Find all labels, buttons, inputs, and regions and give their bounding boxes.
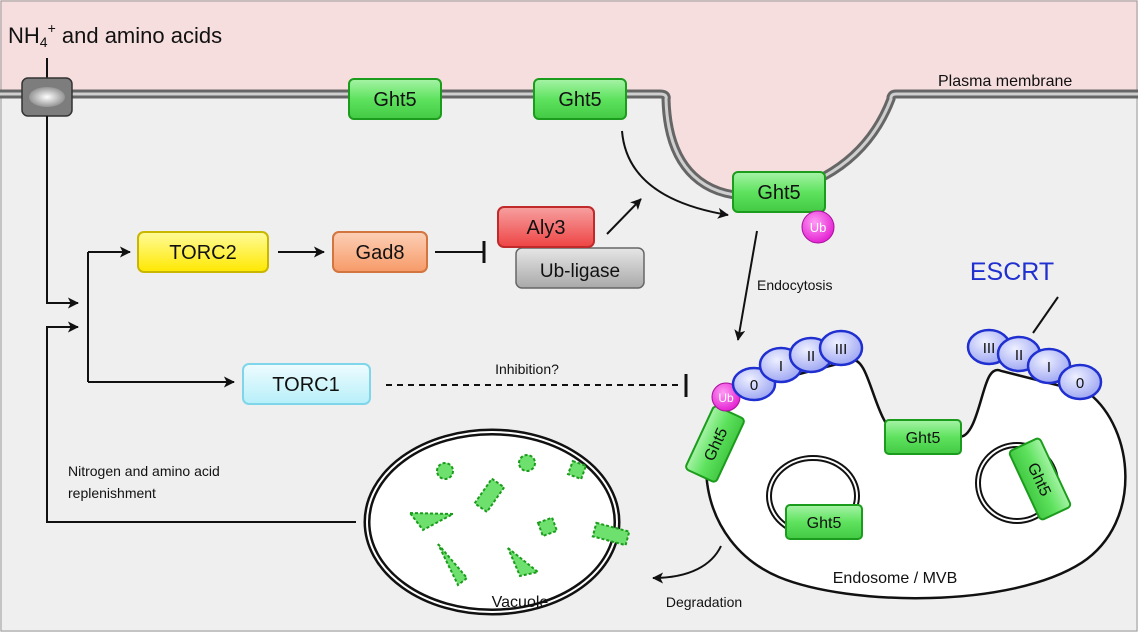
signal-line-main bbox=[46, 116, 79, 309]
fragment-5 bbox=[407, 511, 457, 532]
ght5-vesicle-1-label: Ght5 bbox=[807, 515, 842, 532]
aly3-label: Aly3 bbox=[527, 217, 566, 239]
svg-text:III: III bbox=[983, 340, 996, 357]
svg-text:II: II bbox=[807, 348, 815, 365]
fragment-1 bbox=[436, 462, 454, 480]
degraded-fragments bbox=[407, 454, 631, 587]
ght5-membrane-2 bbox=[533, 78, 627, 120]
torc2-node bbox=[137, 231, 269, 273]
ght5-endosome-membrane-label: Ght5 bbox=[906, 430, 941, 447]
degradation-label: Degradation bbox=[666, 594, 742, 610]
escrt-label: ESCRT bbox=[970, 258, 1054, 286]
ght5-endosome-ub bbox=[685, 405, 745, 483]
endocytosis-curve-arrow bbox=[621, 130, 729, 219]
transporter-pore-icon bbox=[29, 87, 65, 107]
ght5-membrane-2-label: Ght5 bbox=[558, 89, 601, 111]
extracellular-space bbox=[0, 0, 1138, 196]
torc1-node bbox=[242, 363, 371, 405]
ub-ligase-label: Ub-ligase bbox=[540, 261, 620, 282]
svg-text:I: I bbox=[1047, 359, 1051, 376]
aly3-node bbox=[497, 206, 595, 248]
torc1-label: TORC1 bbox=[272, 374, 339, 396]
ubiquitin-tag-icon bbox=[801, 210, 835, 244]
svg-text:0: 0 bbox=[750, 377, 758, 394]
svg-text:I: I bbox=[779, 358, 783, 375]
endosome-mvb-label: Endosome / MVB bbox=[833, 570, 958, 587]
degradation-arrow bbox=[652, 545, 722, 584]
svg-text:III: III bbox=[835, 341, 848, 358]
ght5-membrane-1 bbox=[348, 78, 442, 120]
fragment-2 bbox=[518, 454, 536, 472]
ubiquitin-tag-label: Ub bbox=[810, 220, 827, 235]
vacuole bbox=[363, 428, 621, 616]
fragment-4 bbox=[473, 477, 506, 514]
escrt-complex-left: 0 I II III bbox=[731, 329, 864, 402]
ght5-endosome-membrane bbox=[884, 419, 962, 455]
nh4-amino-acids-label: NH4+ and amino acids bbox=[8, 20, 222, 50]
escrt-pointer-line bbox=[1032, 296, 1059, 334]
ght5-vesicle-1 bbox=[785, 504, 863, 540]
fragment-7 bbox=[591, 521, 631, 547]
escrt-0-right bbox=[1057, 363, 1103, 401]
svg-text:II: II bbox=[1015, 347, 1023, 364]
ght5-vesicle-2 bbox=[1008, 437, 1072, 521]
ght5-membrane-1-label: Ght5 bbox=[373, 89, 416, 111]
endocytosis-label: Endocytosis bbox=[757, 277, 832, 293]
fragment-9 bbox=[507, 547, 541, 578]
inhibition-label: Inhibition? bbox=[495, 361, 559, 377]
torc2-label: TORC2 bbox=[169, 242, 236, 264]
vacuole-inner-ring bbox=[366, 431, 618, 613]
plasma-membrane-label: Plasma membrane bbox=[938, 73, 1072, 90]
endocytosis-arrow bbox=[734, 230, 758, 341]
signal-line-feedback bbox=[46, 321, 356, 523]
replenishment-label-line1: Nitrogen and amino acid bbox=[68, 463, 220, 479]
fragment-6 bbox=[536, 516, 559, 538]
ght5-ubiquitinated bbox=[732, 171, 826, 213]
ght5-ubiquitinated-label: Ght5 bbox=[757, 182, 800, 204]
arrow-aly3-to-ght5 bbox=[606, 198, 642, 235]
escrt-3-left bbox=[818, 329, 864, 367]
ubiquitin-endosome-label: Ub bbox=[718, 391, 734, 405]
fragment-3 bbox=[566, 459, 588, 481]
escrt-complex-right: III II I 0 bbox=[966, 328, 1103, 401]
fragment-8 bbox=[437, 543, 469, 587]
vacuole-label: Vacuole bbox=[492, 594, 549, 611]
gad8-label: Gad8 bbox=[356, 242, 405, 264]
gad8-node bbox=[332, 231, 428, 273]
replenishment-label-line2: replenishment bbox=[68, 485, 156, 501]
svg-text:0: 0 bbox=[1076, 375, 1084, 392]
